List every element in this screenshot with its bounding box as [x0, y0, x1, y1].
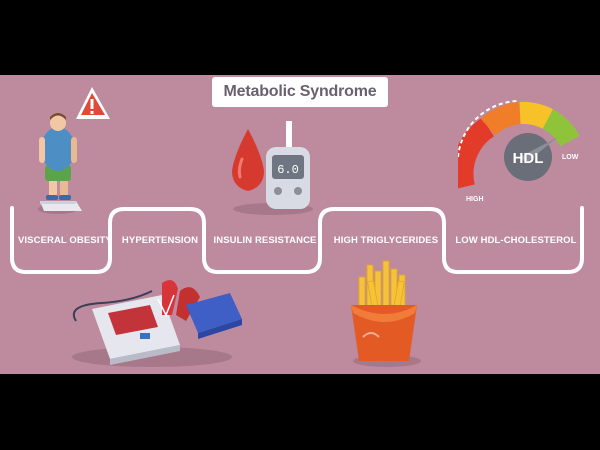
gauge-high-label: HIGH [466, 196, 484, 203]
hdl-gauge-icon: HDL HIGH LOW [458, 100, 580, 203]
label-visceral-obesity: VISCERAL OBESITY [18, 235, 112, 246]
obese-person-icon [38, 87, 110, 214]
infographic-panel: Metabolic Syndrome VISCERAL OBESITY HYPE… [0, 75, 600, 374]
title-box: Metabolic Syndrome [212, 77, 388, 107]
meter-display: 6.0 [277, 163, 299, 177]
french-fries-icon [351, 260, 421, 367]
gauge-low-label: LOW [562, 154, 579, 161]
wavy-band [10, 206, 584, 274]
glucometer-icon: 6.0 [232, 121, 313, 215]
label-low-hdl-cholesterol: LOW HDL-CHOLESTEROL [455, 235, 577, 246]
blood-pressure-monitor-icon [72, 280, 242, 367]
label-high-triglycerides: HIGH TRIGLYCERIDES [333, 235, 439, 246]
gauge-center-text: HDL [513, 150, 544, 167]
label-insulin-resistance: INSULIN RESISTANCE [213, 235, 317, 246]
page-title: Metabolic Syndrome [223, 83, 377, 100]
label-hypertension: HYPERTENSION [121, 235, 199, 246]
